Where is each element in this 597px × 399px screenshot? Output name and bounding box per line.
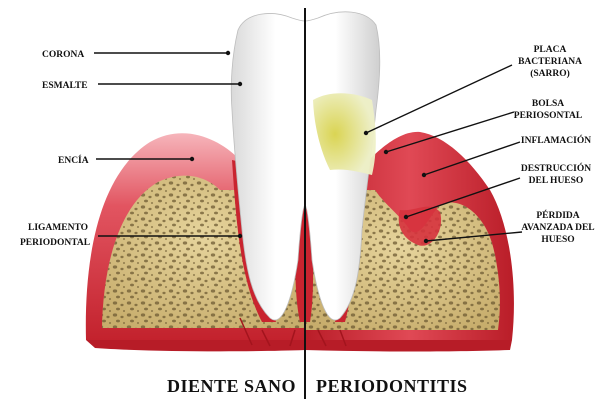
label-placa: PLACA <box>534 45 567 55</box>
label-bacteriana: BACTERIANA <box>518 57 582 67</box>
label-periosontal: PERIOSONTAL <box>514 111 582 121</box>
label-encia: ENCÍA <box>58 154 89 166</box>
label-periodontal: PERIODONTAL <box>20 238 90 248</box>
label-corona: CORONA <box>42 50 84 60</box>
label-perdida: PÉRDIDA <box>536 209 579 221</box>
label-inflamacion: INFLAMACIÓN <box>521 134 591 146</box>
label-del-hueso: DEL HUESO <box>529 176 584 186</box>
caption-periodontitis: PERIODONTITIS <box>316 376 468 396</box>
label-ligamento: LIGAMENTO <box>28 223 88 233</box>
label-sarro: (SARRO) <box>530 68 570 79</box>
label-avanzada: AVANZADA DEL <box>521 223 594 233</box>
label-esmalte: ESMALTE <box>42 81 88 91</box>
label-hueso: HUESO <box>541 235 574 245</box>
label-destruccion: DESTRUCCIÓN <box>521 162 591 174</box>
label-bolsa: BOLSA <box>532 99 564 109</box>
caption-healthy: DIENTE SANO <box>167 376 296 396</box>
